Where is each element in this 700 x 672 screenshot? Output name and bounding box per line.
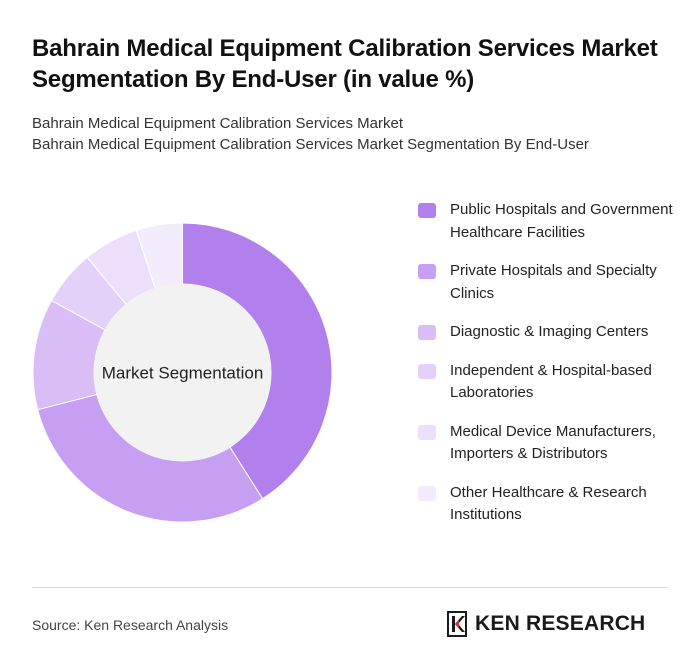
legend-item: Public Hospitals and Government Healthca…: [416, 199, 686, 244]
chart-title: Bahrain Medical Equipment Calibration Se…: [32, 35, 658, 93]
legend-label: Medical Device Manufacturers, Importers …: [450, 422, 656, 463]
legend-label: Diagnostic & Imaging Centers: [450, 323, 649, 340]
legend-label: Public Hospitals and Government Healthca…: [450, 201, 673, 241]
legend-item: Diagnostic & Imaging Centers: [416, 321, 686, 344]
source-note: Source: Ken Research Analysis: [32, 617, 229, 633]
legend-swatch: [418, 363, 436, 379]
chart-legend: Public Hospitals and Government Healthca…: [416, 199, 686, 543]
donut-hole: [93, 283, 272, 462]
legend-item: Independent & Hospital-based Laboratorie…: [416, 360, 686, 405]
chart-subtitle: Bahrain Medical Equipment Calibration Se…: [32, 113, 672, 155]
subtitle-line-2: Bahrain Medical Equipment Calibration Se…: [32, 136, 589, 153]
subtitle-line-1: Bahrain Medical Equipment Calibration Se…: [32, 115, 404, 132]
donut-chart: Market Segmentation: [32, 222, 333, 523]
legend-item: Private Hospitals and Specialty Clinics: [416, 260, 686, 305]
ken-research-logo: KEN RESEARCH: [447, 611, 645, 637]
legend-swatch: [418, 264, 436, 279]
legend-label: Independent & Hospital-based Laboratorie…: [450, 361, 652, 402]
brand-name: KEN RESEARCH: [475, 612, 646, 635]
legend-label: Other Healthcare & Research Institutions: [450, 483, 647, 524]
legend-swatch: [418, 325, 436, 340]
ken-research-logo-icon: [447, 611, 467, 637]
legend-swatch: [418, 203, 436, 218]
footer-divider: [32, 587, 668, 588]
legend-swatch: [418, 485, 436, 501]
legend-swatch: [418, 424, 436, 440]
legend-item: Medical Device Manufacturers, Importers …: [416, 421, 686, 466]
legend-label: Private Hospitals and Specialty Clinics: [450, 262, 657, 302]
donut-center-label: Market Segmentation: [102, 364, 264, 383]
legend-item: Other Healthcare & Research Institutions: [416, 482, 686, 527]
